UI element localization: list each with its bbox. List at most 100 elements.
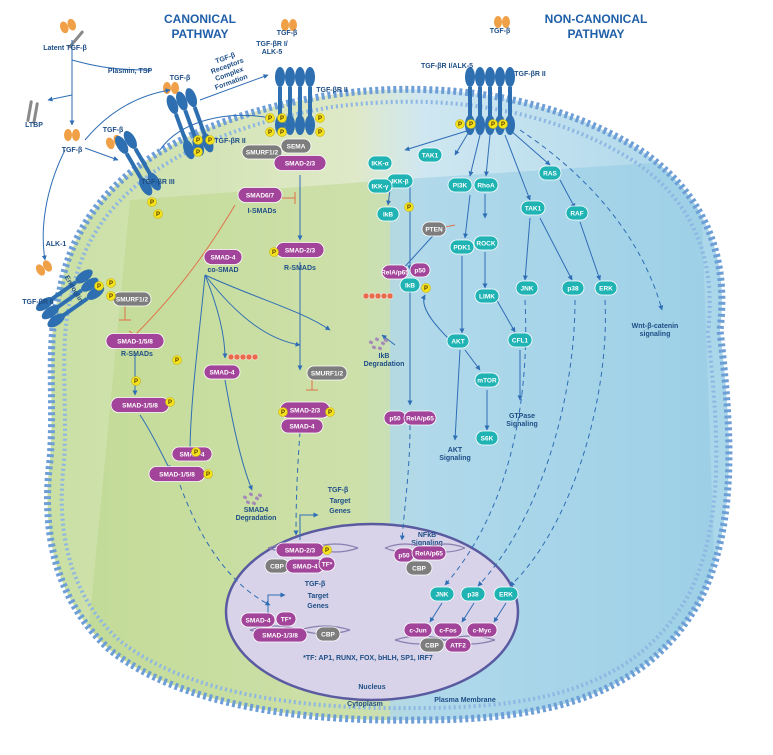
node-p50: p50 <box>409 262 431 278</box>
node-tak1-top: TAK1 <box>417 147 443 163</box>
node-shape <box>447 177 473 193</box>
node-label: CBP <box>425 642 439 649</box>
tgfb-ligand-icon <box>35 260 53 276</box>
node-label: RelA/p65 <box>381 269 409 276</box>
phospho-marker: P <box>278 407 288 417</box>
phospho-marker: P <box>488 119 498 129</box>
phospho-label: P <box>318 116 322 122</box>
tf-note: *TF: AP1, RUNX, FOX, bHLH, SP1, IRF7 <box>303 655 433 662</box>
node-shape <box>403 622 433 638</box>
node-smad23-top: SMAD-2/3 <box>273 155 327 171</box>
node-shape <box>318 556 336 572</box>
node-label: SMURF1/2 <box>116 296 149 303</box>
node-label: SMAD-1/5/8 <box>159 471 195 478</box>
node-shape <box>306 365 348 381</box>
node-n-atf2: ATF2 <box>444 637 472 653</box>
ligands <box>26 16 510 276</box>
node-shape <box>433 622 463 638</box>
node-label: IkB <box>405 282 415 289</box>
noncanonical-title-2: PATHWAY <box>567 27 624 41</box>
phospho-marker: P <box>277 127 287 137</box>
node-shape <box>411 545 447 561</box>
node-label: c-Fos <box>439 627 457 634</box>
ikb-degradation-label-2: Degradation <box>364 361 405 368</box>
phospho-circle <box>325 407 335 417</box>
node-shape <box>449 239 475 255</box>
phospho-marker: P <box>131 376 141 386</box>
tgfb-receptor-left-label: TGF-β <box>103 127 124 134</box>
node-label: IKK-γ <box>372 183 389 190</box>
phospho-circle <box>203 469 213 479</box>
phospho-circle <box>131 376 141 386</box>
node-n-tf1: TF* <box>318 556 336 572</box>
node-ikkg: IKK-γ <box>367 178 393 194</box>
phospho-marker: P <box>172 355 182 365</box>
node-label: p50 <box>398 552 410 559</box>
node-n-cbp4: CBP <box>419 637 445 653</box>
node-label: TAK1 <box>422 152 439 159</box>
node-n-p50: p50 <box>393 547 415 563</box>
node-shape <box>515 280 539 296</box>
phospho-circle <box>193 135 203 145</box>
node-smad4-c: SMAD-4 <box>280 418 324 434</box>
phospho-circle <box>315 127 325 137</box>
node-label: p50 <box>414 267 426 274</box>
tgfb-top-label: TGF-β <box>170 75 191 82</box>
ltbp-icon <box>32 102 39 124</box>
phospho-marker: P <box>191 447 201 457</box>
node-shape <box>403 410 437 426</box>
ltbp-label: LTBP <box>25 122 43 129</box>
node-smurf-mid: SMURF1/2 <box>306 365 348 381</box>
noncanonical-title-1: NON-CANONICAL <box>545 12 648 26</box>
node-shape <box>315 626 341 642</box>
node-shape <box>203 364 241 380</box>
tgfbr1-alk5-label-1: TGF-βR I/ <box>256 41 288 48</box>
node-smurf-top: SMURF1/2 <box>241 144 283 160</box>
node-label: SMAD-4 <box>210 369 235 376</box>
labels: Latent TGF-β Plasmin, TSP LTBP TGF-β TGF… <box>22 28 678 708</box>
node-label: SMAD-4 <box>246 617 271 624</box>
tgfbr3-label: TGF-βR III <box>141 179 174 186</box>
ikb-degradation-label-1: IkB <box>379 353 390 360</box>
phospho-label: P <box>280 130 284 136</box>
node-shape <box>446 333 470 349</box>
canonical-title-2: PATHWAY <box>171 27 228 41</box>
node-label: LIMK <box>479 293 495 300</box>
nc-tgfb-label: TGF-β <box>490 28 511 35</box>
node-pi3k: PI3K <box>447 177 473 193</box>
node-label: TAK1 <box>525 205 542 212</box>
node-n-p38: p38 <box>460 586 486 602</box>
node-smad158-l: SMAD-1/5/8 <box>148 466 206 482</box>
node-shape <box>421 221 447 237</box>
phospho-label: P <box>168 400 172 406</box>
phospho-label: P <box>97 284 101 290</box>
tgfbr2-left-label: TGF-βR II <box>22 299 54 306</box>
node-sema: SEMA <box>280 138 312 154</box>
phospho-marker: P <box>498 119 508 129</box>
phospho-circle <box>165 397 175 407</box>
node-label: SMAD-2/3 <box>285 247 316 254</box>
phospho-circle <box>315 113 325 123</box>
r-smads-left-label: R-SMADs <box>121 351 153 358</box>
phospho-marker: P <box>94 281 104 291</box>
node-label: RAF <box>570 210 583 217</box>
node-label: SMAD-2/3 <box>285 547 316 554</box>
node-label: JNK <box>435 591 448 598</box>
node-label: SMAD6/7 <box>246 192 275 199</box>
phospho-marker: P <box>325 407 335 417</box>
node-n-erk: ERK <box>493 586 519 602</box>
phospho-marker: P <box>205 135 215 145</box>
node-label: RhoA <box>477 182 495 189</box>
plasma-membrane-label: Plasma Membrane <box>434 697 496 704</box>
phospho-marker: P <box>404 202 414 212</box>
node-n-cbp3: CBP <box>405 560 433 576</box>
node-smurf-left: SMURF1/2 <box>112 291 152 307</box>
node-relab: RelA/p65 <box>403 410 437 426</box>
node-akt: AKT <box>446 333 470 349</box>
node-n-smad23: SMAD-2/3 <box>275 542 325 558</box>
phospho-circle <box>106 278 116 288</box>
node-shape <box>376 206 400 222</box>
node-shape <box>280 418 324 434</box>
phospho-label: P <box>134 379 138 385</box>
node-label: SEMA <box>287 143 306 150</box>
